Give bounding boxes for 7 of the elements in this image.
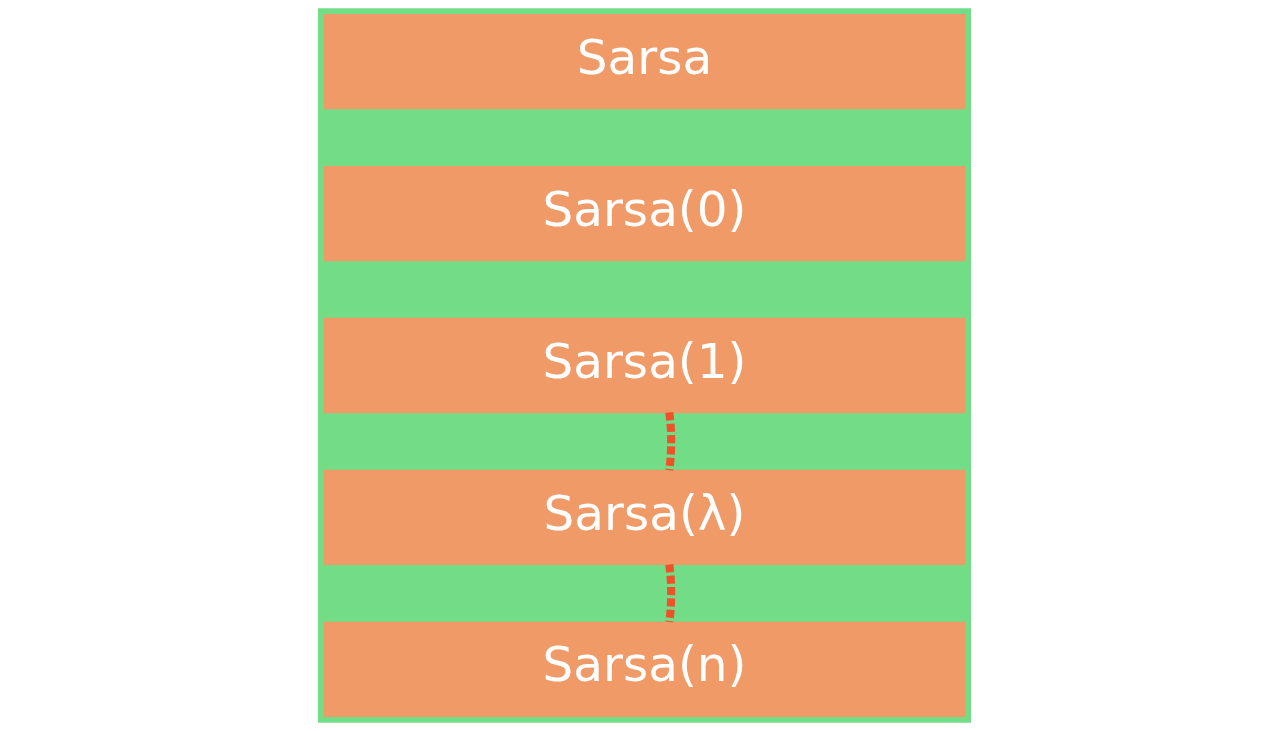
- connector: [664, 563, 675, 623]
- node-box: Sarsa(λ): [323, 469, 965, 566]
- node-box: Sarsa(1): [323, 317, 965, 414]
- node-box: Sarsa(n): [323, 621, 965, 718]
- node-box: Sarsa: [323, 13, 965, 110]
- connector: [664, 412, 675, 471]
- node-box: Sarsa(0): [323, 165, 965, 262]
